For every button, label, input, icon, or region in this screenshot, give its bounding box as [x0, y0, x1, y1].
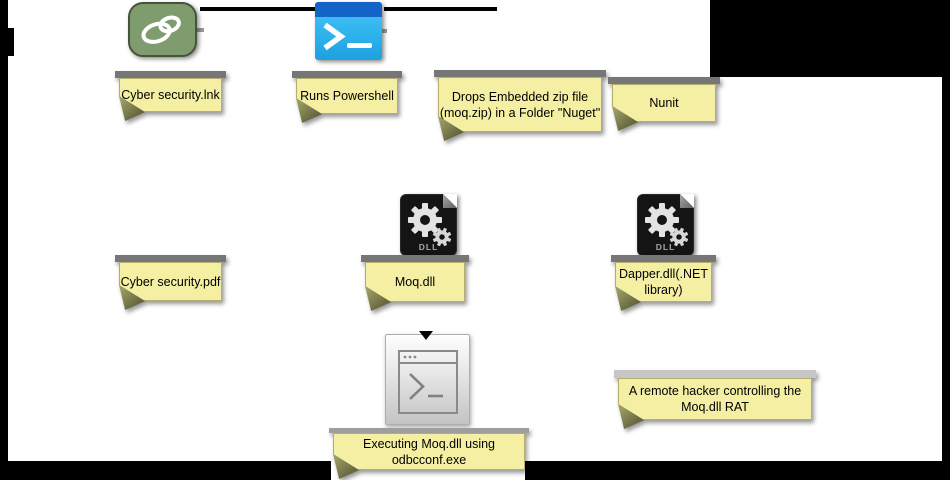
connector-stub-1	[196, 28, 204, 32]
note-text: Executing Moq.dll using odbcconf.exe	[362, 436, 496, 467]
black-mask-bottom-left	[0, 461, 331, 480]
note-top-bar	[115, 255, 226, 262]
note-body: Moq.dll	[365, 262, 465, 302]
powershell-icon	[315, 2, 382, 60]
note-remote-hacker: A remote hacker controlling the Moq.dll …	[614, 370, 816, 429]
black-mask-bottom-right	[525, 461, 950, 480]
gears-icon	[408, 203, 452, 247]
note-body: Runs Powershell	[296, 78, 398, 114]
note-text: Runs Powershell	[300, 89, 394, 103]
console-window-icon	[398, 350, 458, 414]
arrowhead-icon	[419, 331, 433, 340]
note-executing-moq: Executing Moq.dll using odbcconf.exe	[329, 428, 529, 479]
moq-dll-file-icon: DLL	[400, 194, 457, 256]
note-body: Cyber security.pdf	[119, 262, 222, 301]
note-runs-powershell: Runs Powershell	[292, 71, 402, 123]
black-mask-top-right	[710, 0, 950, 77]
note-text: Nunit	[649, 96, 679, 110]
note-body: Cyber security.lnk	[119, 78, 222, 112]
note-body: Executing Moq.dll using odbcconf.exe	[333, 433, 525, 470]
note-text: Cyber security.pdf	[120, 274, 221, 289]
note-moq-dll: Moq.dll	[361, 255, 469, 311]
note-top-bar	[608, 77, 720, 84]
connector-line-1	[200, 7, 316, 11]
note-dapper-dll: Dapper.dll(.NET library)	[611, 255, 716, 311]
note-body: Dapper.dll(.NET library)	[615, 262, 712, 302]
note-body: Nunit	[612, 84, 716, 122]
dapper-dll-file-icon: DLL	[637, 194, 694, 256]
note-cyber-security-pdf: Cyber security.pdf	[115, 255, 226, 310]
note-text: A remote hacker controlling the Moq.dll …	[628, 384, 802, 414]
dll-badge: DLL	[655, 242, 676, 252]
note-cyber-security-lnk: Cyber security.lnk	[115, 71, 226, 121]
note-text: Cyber security.lnk	[121, 88, 220, 102]
note-text: Moq.dll	[394, 275, 436, 289]
note-top-bar	[115, 71, 226, 78]
odbcconf-terminal-icon	[385, 334, 470, 425]
note-text: Dapper.dll(.NET library)	[619, 267, 708, 297]
note-body: A remote hacker controlling the Moq.dll …	[618, 378, 812, 420]
note-top-bar	[614, 370, 816, 378]
dll-badge: DLL	[418, 242, 439, 252]
black-mask-right-edge	[942, 0, 950, 480]
gears-icon	[645, 203, 689, 247]
chain-link-icon	[141, 15, 181, 44]
note-top-bar	[329, 428, 529, 433]
note-top-bar	[361, 255, 469, 262]
note-top-bar	[292, 71, 402, 78]
connector-stub-2	[380, 29, 387, 33]
note-top-bar	[434, 70, 606, 77]
note-body: Drops Embedded zip file (moq.zip) in a F…	[438, 77, 602, 132]
black-mask-corner-square	[0, 28, 14, 56]
powershell-titlebar	[315, 2, 382, 17]
shortcut-lnk-icon	[128, 2, 197, 57]
prompt-icon	[323, 22, 372, 51]
note-nunit: Nunit	[608, 77, 720, 131]
connector-line-2	[384, 7, 497, 11]
note-text: Drops Embedded zip file (moq.zip) in a F…	[439, 89, 601, 120]
note-drops-zip: Drops Embedded zip file (moq.zip) in a F…	[434, 70, 606, 141]
black-mask-left-edge	[0, 0, 8, 480]
note-top-bar	[611, 255, 716, 262]
